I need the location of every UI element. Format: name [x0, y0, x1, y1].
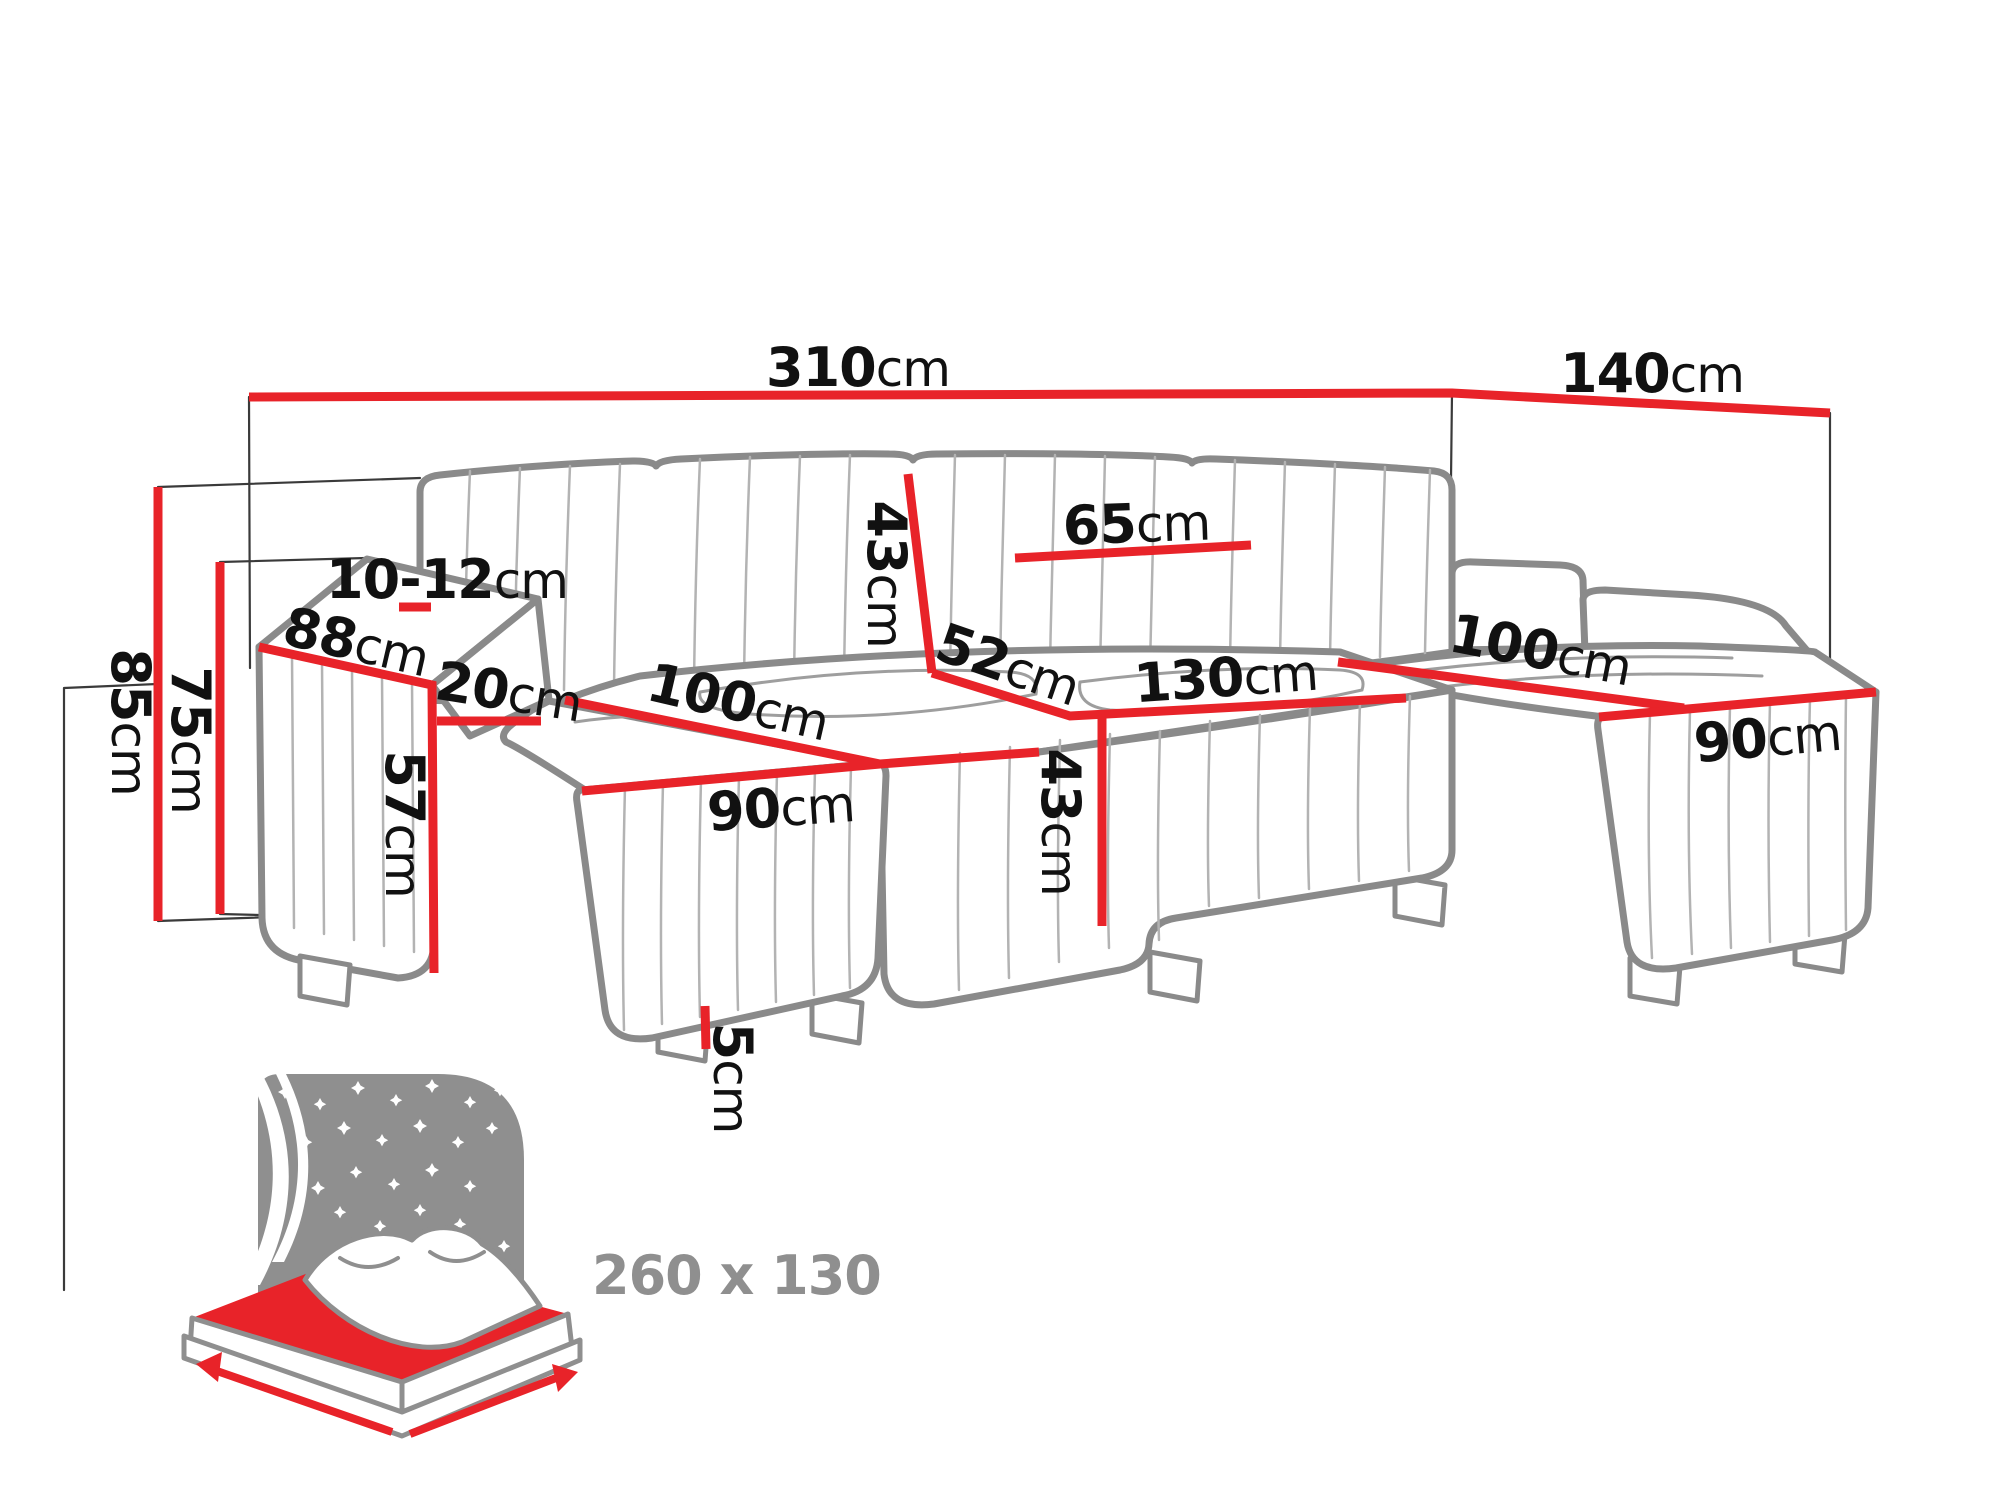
label-center-seat-width: 130cm — [1132, 640, 1320, 716]
dim-line-armrest-length-chaise-height — [258, 642, 439, 974]
label-right-chaise-width: 90cm — [1691, 700, 1843, 776]
dim-line-right-chaise-length — [1337, 657, 1685, 713]
left-armrest-channel-lines — [290, 653, 416, 954]
extension-lines — [62, 391, 1832, 1292]
label-total-width: 310cm — [766, 336, 950, 399]
dim-line-back-cushion-width — [1014, 540, 1252, 563]
left-chaise-front-face — [573, 759, 890, 1043]
label-total-depth: 140cm — [1560, 342, 1744, 405]
extension-line-wall — [62, 682, 159, 1292]
extension-line-left — [247, 395, 252, 670]
right-chaise-channel-lines — [1647, 694, 1848, 960]
extension-line-armrest-top — [218, 556, 368, 564]
label-leg-height: 5cm — [701, 1023, 764, 1134]
center-seat — [561, 645, 1456, 768]
pillow-creases — [338, 1250, 486, 1269]
dim-line-seat-edge — [879, 747, 1040, 769]
length-arrow-head — [552, 1364, 578, 1392]
label-seat-height: 43cm — [1029, 748, 1092, 895]
label-back-cushion-width: 65cm — [1062, 489, 1211, 557]
right-chaise-front-face — [1594, 688, 1880, 973]
center-front-channel-lines — [956, 694, 1412, 992]
label-backrest-gap: 10-12cm — [326, 548, 568, 611]
backrest-channel-lines — [462, 453, 1432, 697]
left-chaise-seat — [500, 697, 881, 794]
dim-line-backrest-height — [903, 473, 937, 674]
right-back-pad — [1448, 558, 1589, 654]
dim-line-right-chaise-width — [1598, 687, 1877, 722]
length-arrow-line — [408, 1374, 558, 1438]
label-total-height: 85cm — [99, 648, 162, 795]
dimension-lines — [153, 388, 1877, 1050]
width-arrow-line — [212, 1366, 394, 1436]
left-chaise-channel-lines — [621, 765, 853, 1032]
dim-line-total-width-depth — [248, 388, 1831, 418]
sleeping-area-size-label: 260 x 130 — [592, 1244, 881, 1307]
width-arrow-head — [196, 1352, 222, 1382]
sofa-legs — [297, 873, 1848, 1064]
dim-tick-leg-height — [700, 1005, 711, 1050]
sofa-drawing — [255, 450, 1880, 1064]
label-armrest-height: 75cm — [159, 666, 222, 813]
dim-line-seat-depth-center-width — [930, 668, 1407, 721]
label-left-chaise-width: 90cm — [705, 771, 856, 844]
sleeping-area-icon: 260 x 130 — [181, 1074, 882, 1439]
extension-line-height-top — [156, 476, 422, 489]
curtain-swoosh — [242, 1074, 309, 1285]
label-chaise-height: 57cm — [373, 750, 436, 897]
duvet-and-pillows — [302, 1225, 543, 1350]
label-backrest-height: 43cm — [855, 500, 918, 647]
dimension-labels: 310cm 140cm 85cm 75cm 10-12cm 88cm 20cm … — [99, 336, 1843, 1134]
label-armrest-width: 20cm — [431, 649, 586, 734]
